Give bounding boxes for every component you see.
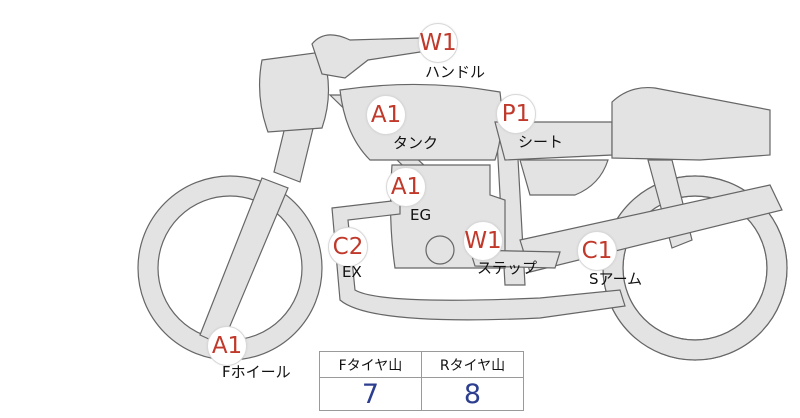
step-label: ステップ [477, 259, 538, 277]
seat-grade-badge: P1 [496, 94, 536, 134]
engine-label: EG [410, 206, 432, 224]
tire-tread-table: Fタイヤ山 Rタイヤ山 7 8 [319, 351, 524, 411]
rear-tire-value: 8 [421, 377, 524, 411]
front-wheel-label: Fホイール [222, 363, 291, 381]
front-wheel [137, 175, 323, 361]
side-cover [519, 159, 609, 196]
rear-wheel [602, 175, 788, 361]
front-fork [199, 177, 289, 346]
swingarm-grade-badge: C1 [577, 231, 617, 271]
tank-grade-badge: A1 [366, 95, 406, 135]
engine-cover [425, 235, 455, 265]
seat-label: シート [518, 133, 564, 151]
engine-grade-badge: A1 [386, 167, 426, 207]
step-grade-badge: W1 [463, 221, 503, 261]
front-wheel-grade-badge: A1 [207, 326, 247, 366]
exhaust-grade-badge: C2 [328, 227, 368, 267]
tank-label: タンク [393, 134, 439, 152]
rear-tire-header: Rタイヤ山 [421, 351, 524, 378]
swingarm-label: Sアーム [589, 270, 643, 288]
exhaust-label: EX [342, 263, 362, 281]
handle-label: ハンドル [425, 63, 486, 81]
handle-grade-badge: W1 [418, 23, 458, 63]
front-tire-header: Fタイヤ山 [319, 351, 422, 378]
exhaust-pipe [331, 199, 626, 321]
front-tire-value: 7 [319, 377, 422, 411]
rear-fender [611, 86, 771, 161]
